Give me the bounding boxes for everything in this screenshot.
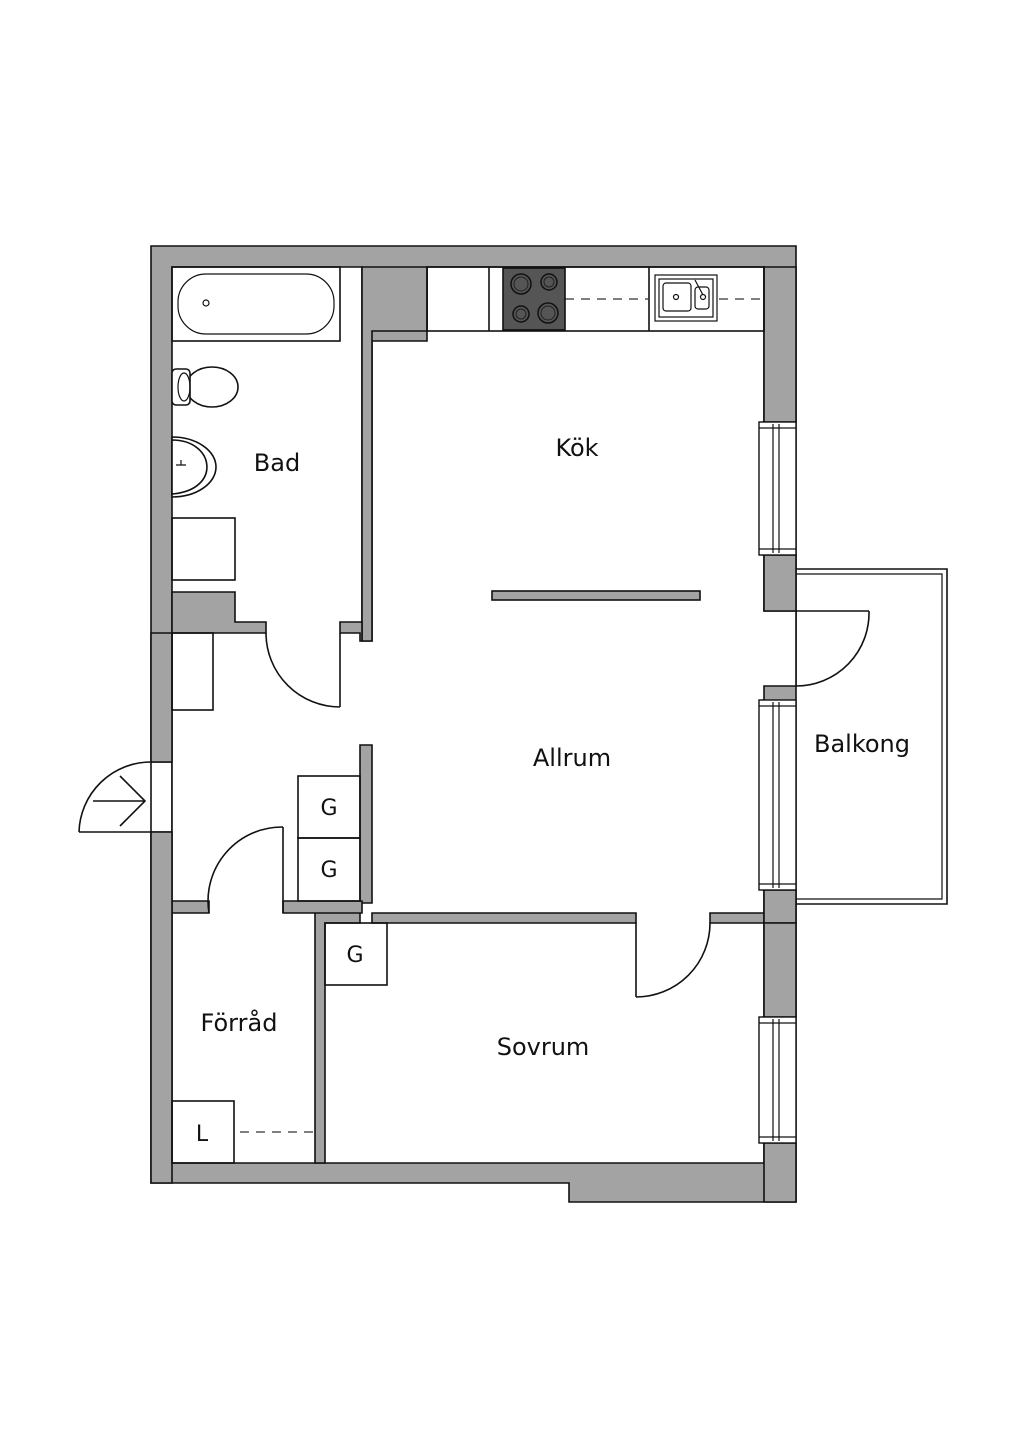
window-icon	[758, 699, 797, 891]
bathroom-fixtures	[171, 266, 341, 581]
room-label-allrum: Allrum	[533, 744, 611, 772]
door-swing-icon	[265, 632, 341, 708]
windows	[758, 421, 797, 1144]
wardrobe-label: G	[320, 796, 337, 821]
stove-icon	[502, 267, 566, 331]
window-icon	[758, 421, 797, 556]
entrance-arrow-icon	[93, 775, 147, 827]
sink-icon	[171, 436, 217, 498]
hall-cabinet	[171, 632, 214, 711]
wardrobe-label: L	[196, 1122, 209, 1147]
room-label-balkong: Balkong	[814, 730, 910, 758]
room-label-bad: Bad	[254, 449, 300, 477]
kitchen-counter	[426, 266, 765, 332]
washer-box	[171, 517, 236, 581]
room-labels: Bad Kök Allrum Balkong Sovrum Förråd	[201, 434, 910, 1061]
walls	[150, 245, 797, 1203]
room-label-forrad: Förråd	[201, 1008, 278, 1037]
bathtub-icon	[171, 266, 341, 342]
door-swing-icon	[635, 922, 711, 998]
balcony	[796, 568, 948, 905]
wardrobe-label: G	[320, 858, 337, 883]
doors	[78, 610, 870, 998]
door-swing-icon	[207, 826, 284, 914]
window-icon	[758, 1016, 797, 1144]
room-label-kok: Kök	[555, 434, 598, 462]
entrance-door	[78, 761, 152, 833]
wardrobe-label: G	[346, 943, 363, 968]
wardrobes: G G G L	[171, 775, 388, 1164]
door-swing-icon	[795, 610, 870, 687]
kitchen-sink-icon	[654, 274, 718, 322]
toilet-icon	[171, 366, 239, 408]
room-label-sovrum: Sovrum	[497, 1033, 590, 1061]
